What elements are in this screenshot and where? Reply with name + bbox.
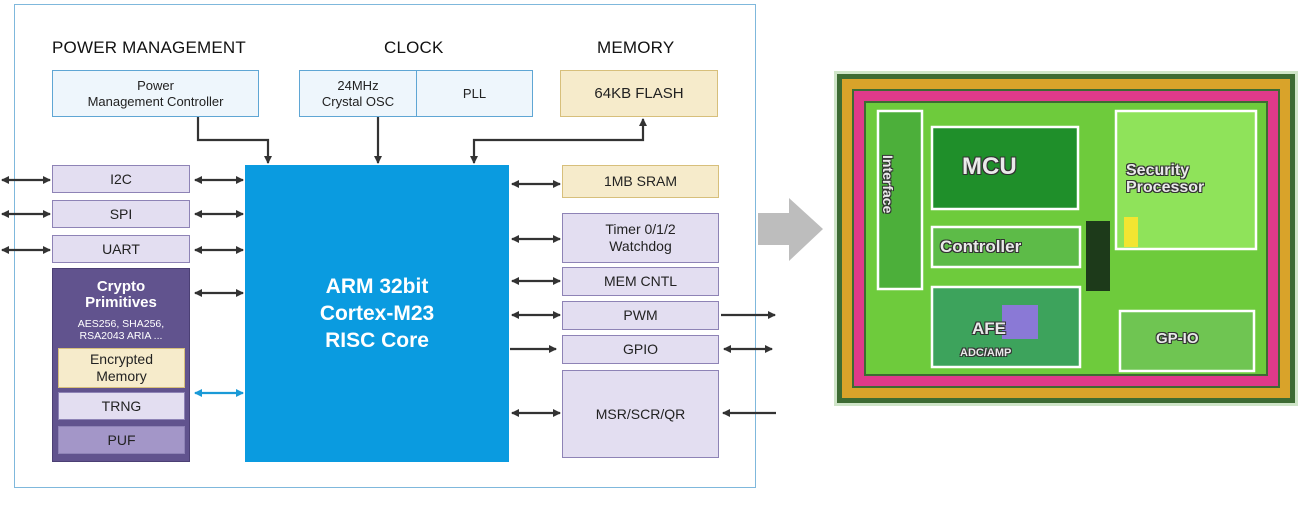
mem-cntl-block: MEM CNTL xyxy=(562,267,719,296)
header-power-management: POWER MANAGEMENT xyxy=(52,38,246,57)
sram-block: 1MB SRAM xyxy=(562,165,719,198)
pwm-block: PWM xyxy=(562,301,719,330)
chip-label-controller: Controller xyxy=(940,237,1022,256)
chip-label-gpio: GP-IO xyxy=(1156,330,1199,347)
arm-core-block: ARM 32bit Cortex-M23 RISC Core xyxy=(245,165,509,462)
uart-block: UART xyxy=(52,235,190,263)
gpio-block: GPIO xyxy=(562,335,719,364)
crystal-osc-block: 24MHz Crystal OSC xyxy=(299,70,417,117)
chip-label-afe: AFE xyxy=(972,319,1006,338)
crypto-title: Crypto Primitives xyxy=(85,278,157,312)
chip-die-graphic xyxy=(834,71,1298,406)
spi-block: SPI xyxy=(52,200,190,228)
crypto-algorithms: AES256, SHA256, RSA2043 ARIA ... xyxy=(77,318,165,342)
puf-block: PUF xyxy=(58,426,185,454)
chip-label-adc-amp: ADC/AMP xyxy=(960,347,1012,359)
encrypted-memory-block: Encrypted Memory xyxy=(58,348,185,388)
header-memory: MEMORY xyxy=(597,38,675,57)
pll-block: PLL xyxy=(416,70,533,117)
header-clock: CLOCK xyxy=(384,38,444,57)
msr-scr-qr-block: MSR/SCR/QR xyxy=(562,370,719,458)
flash-block: 64KB FLASH xyxy=(560,70,718,117)
chip-layout-image: Interface MCU Security Processor Control… xyxy=(834,71,1298,406)
chip-label-security-processor: Security Processor xyxy=(1126,162,1205,196)
timer-watchdog-block: Timer 0/1/2 Watchdog xyxy=(562,213,719,263)
chip-label-interface: Interface xyxy=(880,155,896,214)
power-management-controller-block: Power Management Controller xyxy=(52,70,259,117)
trng-block: TRNG xyxy=(58,392,185,420)
i2c-block: I2C xyxy=(52,165,190,193)
chip-label-mcu: MCU xyxy=(962,153,1017,180)
